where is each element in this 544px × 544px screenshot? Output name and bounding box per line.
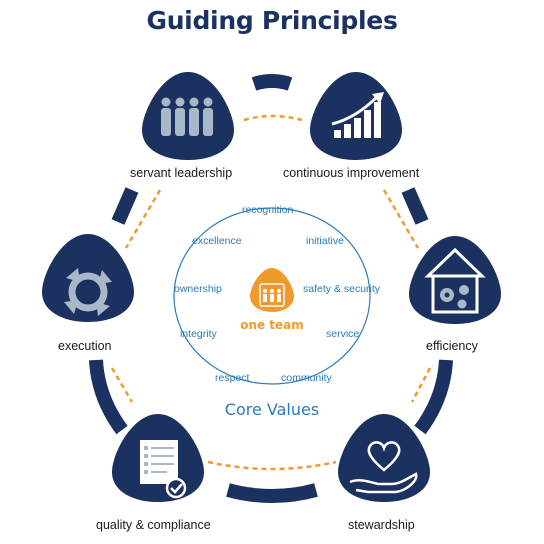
principle-label-efficiency: efficiency	[426, 339, 478, 353]
value-respect: respect	[215, 372, 250, 384]
value-service: service	[326, 328, 360, 340]
middle-ring-lower-right	[410, 367, 432, 403]
outer-ring-bottom	[226, 483, 318, 503]
principle-label-stewardship: stewardship	[348, 518, 415, 532]
people-group-icon	[161, 97, 213, 136]
inner-ring	[173, 207, 371, 385]
principle-label-servant-leadership: servant leadership	[130, 166, 233, 180]
value-safety-security: safety & security	[303, 283, 381, 295]
rising-bar-chart-icon	[331, 92, 384, 138]
core-values-label: Core Values	[224, 400, 320, 419]
outer-ring-upper-right	[401, 187, 429, 225]
middle-ring	[110, 114, 432, 471]
egg-stewardship	[338, 414, 430, 502]
middle-ring-upper-right	[382, 189, 420, 249]
middle-ring-top	[243, 114, 303, 122]
principle-label-continuous-improvement: continuous improvement	[283, 166, 420, 180]
team-icon	[259, 283, 285, 307]
outer-ring-upper-left	[111, 187, 139, 225]
value-integrity: integrity	[180, 328, 217, 340]
cycle-arrows-icon	[64, 268, 112, 316]
middle-ring-bottom	[207, 460, 337, 471]
outer-ring	[89, 74, 453, 503]
heart-in-hand-icon	[349, 441, 418, 494]
one-team-label: one team	[240, 318, 304, 332]
checklist-icon	[140, 440, 187, 499]
value-initiative: initiative	[306, 235, 344, 247]
principle-label-quality-compliance: quality & compliance	[96, 518, 211, 532]
value-excellence: excellence	[192, 235, 242, 247]
middle-ring-upper-left	[124, 189, 162, 249]
value-community: community	[281, 372, 332, 384]
middle-ring-lower-left	[110, 367, 134, 403]
egg-servant-leadership	[142, 72, 234, 160]
principle-label-execution: execution	[58, 339, 112, 353]
house-gears-icon	[424, 247, 486, 314]
value-ownership: ownership	[174, 283, 222, 295]
outer-ring-lower-left	[89, 359, 128, 435]
outer-ring-top	[251, 74, 293, 91]
page-title: Guiding Principles	[146, 6, 398, 35]
value-recognition: recognition	[242, 204, 294, 216]
egg-continuous-improvement	[310, 72, 402, 160]
outer-ring-lower-right	[414, 359, 453, 435]
